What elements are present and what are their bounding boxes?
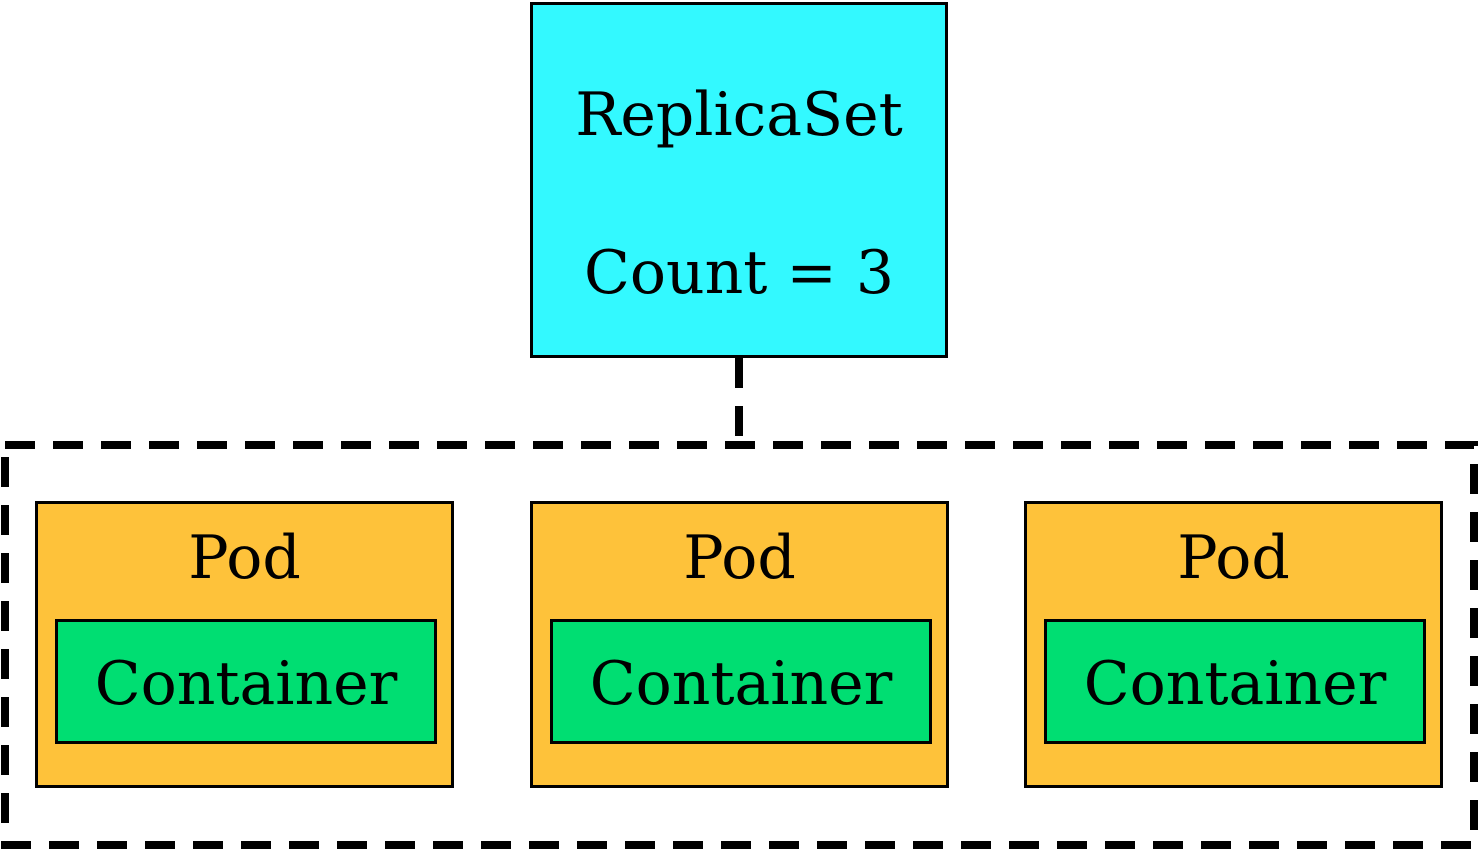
- container-label: Container: [94, 649, 398, 719]
- container-box: Container: [550, 619, 932, 744]
- pod-label: Pod: [1177, 523, 1290, 593]
- replicaset-count: Count = 3: [583, 238, 895, 308]
- replicaset-box: ReplicaSet Count = 3: [530, 2, 948, 358]
- pod-label: Pod: [188, 523, 301, 593]
- pod-box: Pod Container: [1024, 501, 1443, 788]
- replicaset-title: ReplicaSet: [575, 80, 903, 150]
- pod-box: Pod Container: [35, 501, 454, 788]
- container-box: Container: [55, 619, 437, 744]
- pod-label: Pod: [683, 523, 796, 593]
- pod-box: Pod Container: [530, 501, 949, 788]
- container-label: Container: [589, 649, 893, 719]
- pod-group-boundary: [1, 441, 1478, 849]
- container-label: Container: [1083, 649, 1387, 719]
- container-box: Container: [1044, 619, 1426, 744]
